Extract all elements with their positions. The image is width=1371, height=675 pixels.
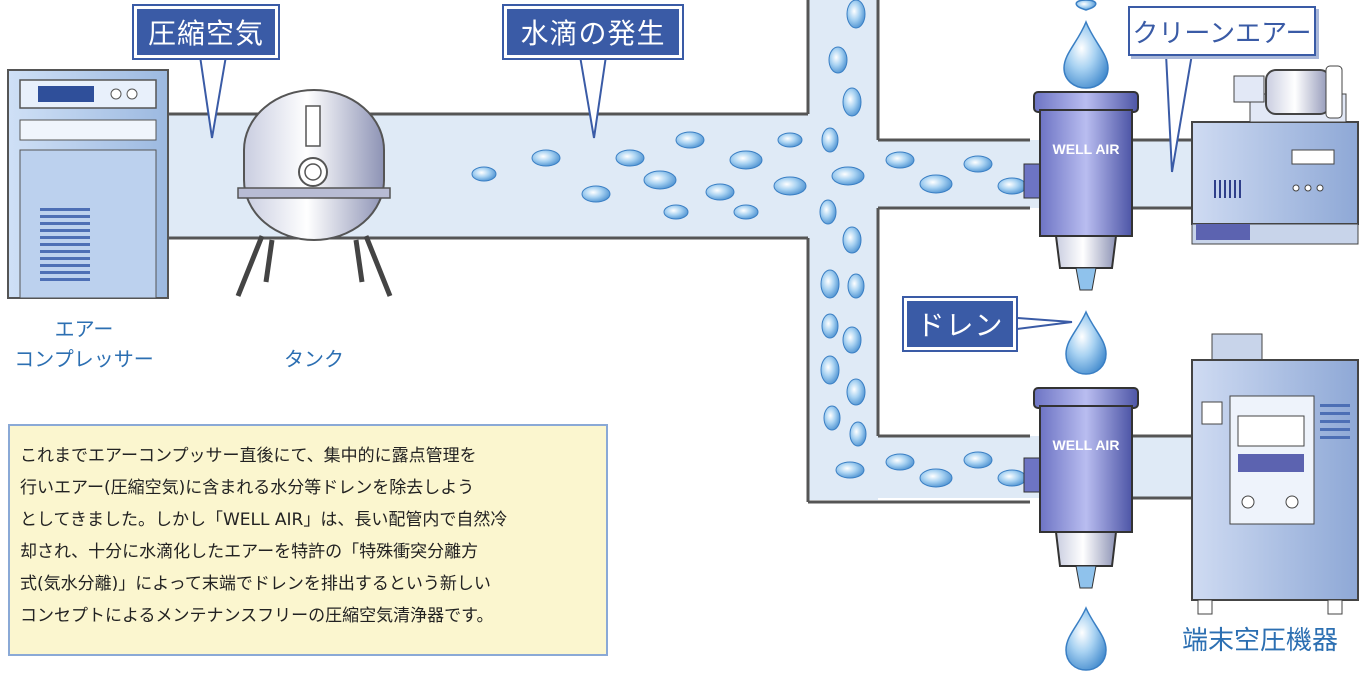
description-line: としてきました。しかし「WELL AIR」は、長い配管内で自然冷 [20,510,508,530]
water-droplet-icon [835,461,865,479]
terminal-equipment-caption: 端末空圧機器 [1182,626,1339,656]
water-droplet-icon [885,151,915,169]
water-droplet-icon [919,468,953,488]
water-droplet-icon [729,150,763,170]
water-droplet-icon [643,170,677,190]
air-compressor-caption: エアー コンプレッサー [4,314,164,374]
tank-icon [235,89,393,297]
water-droplet-icon [821,313,839,339]
water-droplet-icon [821,127,839,153]
water-droplet-icon [581,185,611,203]
water-droplet-icon [828,46,848,74]
water-droplet-icon [777,132,803,148]
water-droplets-label: 水滴の発生 [502,4,684,60]
drain-droplet-icon [1065,606,1107,671]
terminal-machine-icon [1191,333,1359,615]
clean-air-label: クリーンエアー [1128,6,1316,56]
well-air-filter-bottom-icon: WELL AIR [1023,387,1139,589]
well-air-filter-top-icon: WELL AIR [1023,91,1139,291]
water-droplet-icon [997,469,1027,487]
water-droplet-icon [819,199,837,225]
water-droplet-icon [842,326,862,354]
water-droplet-icon [820,355,840,385]
water-droplet-icon [846,0,866,29]
water-droplet-icon [675,131,705,149]
water-droplet-icon [823,405,841,431]
filter-brand-label-top: WELL AIR [1053,141,1120,157]
description-line: 式(気水分離)」によって末端でドレンを排出するという新しい [20,574,491,594]
water-droplet-icon [842,226,862,254]
water-droplet-icon [842,87,862,117]
description-line: コンセプトによるメンテナンスフリーの圧縮空気清浄器です。 [20,606,494,626]
water-droplet-icon [846,378,866,406]
description-line: 却され、十分に水滴化したエアーを特許の「特殊衝突分離方 [20,542,479,562]
water-droplet-icon [531,149,561,167]
water-droplet-icon [663,204,689,220]
water-droplet-icon [705,183,735,201]
drain-droplet-icon [1075,0,1097,11]
water-droplet-icon [773,176,807,196]
description-line: これまでエアーコンプッサー直後にて、集中的に露点管理を [20,446,477,466]
water-droplet-icon [733,204,759,220]
water-droplet-icon [963,155,993,173]
drain-droplet-icon [1065,310,1107,375]
air-compressor-icon [7,69,169,299]
air-equipment-icon [1191,65,1359,245]
water-droplet-icon [820,269,840,299]
water-droplets-group [471,0,1027,488]
water-droplet-icon [919,174,953,194]
air-compressor-caption-line1: エアー [54,317,114,341]
water-droplet-icon [847,273,865,299]
tank-caption: タンク [284,347,344,371]
air-compressor-caption-line2: コンプレッサー [14,347,154,371]
water-droplet-icon [849,421,867,447]
water-droplet-icon [615,149,645,167]
description-box: これまでエアーコンプッサー直後にて、集中的に露点管理を 行いエアー(圧縮空気)に… [8,424,608,656]
water-droplet-icon [963,451,993,469]
drain-label: ドレン [902,296,1018,352]
compressed-air-label: 圧縮空気 [132,4,280,60]
filter-brand-label-bottom: WELL AIR [1053,437,1120,453]
drain-droplets-group [1063,0,1109,671]
water-droplet-icon [831,166,865,186]
water-droplet-icon [471,166,497,182]
description-line: 行いエアー(圧縮空気)に含まれる水分等ドレンを除去しよう [20,478,475,498]
water-droplet-icon [997,177,1027,195]
drain-droplet-icon [1063,19,1109,89]
water-droplet-icon [885,453,915,471]
